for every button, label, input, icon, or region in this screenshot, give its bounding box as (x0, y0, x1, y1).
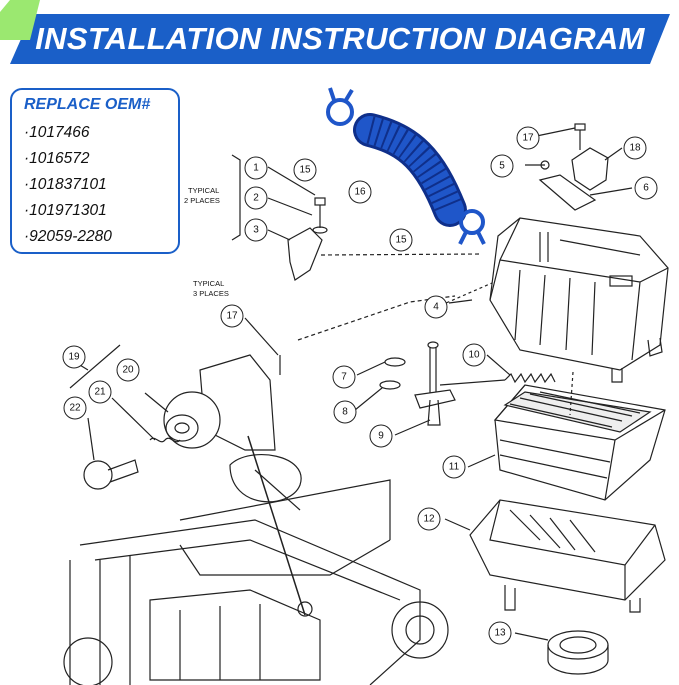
callout-4: 4 (433, 302, 439, 313)
callout-19: 19 (68, 352, 80, 363)
callout-11: 11 (449, 462, 460, 473)
callout-17-right: 17 (522, 133, 534, 144)
callout-21: 21 (94, 387, 106, 398)
callout-10: 10 (468, 350, 480, 361)
typical-2-line1: TYPICAL (188, 186, 219, 195)
filter-tray-icon (469, 499, 666, 613)
oem-number-box: REPLACE OEM# ·1017466 ·1016572 ·10183710… (10, 88, 180, 254)
page-title: INSTALLATION INSTRUCTION DIAGRAM (35, 21, 645, 56)
accent-corner (0, 0, 40, 40)
callout-1: 1 (253, 163, 259, 174)
title-banner (10, 14, 670, 64)
callout-20: 20 (122, 365, 134, 376)
oem-number-2: ·1016572 (24, 150, 90, 167)
callout-5: 5 (499, 161, 505, 172)
callout-9: 9 (378, 431, 384, 442)
callout-2: 2 (253, 193, 259, 204)
callout-7: 7 (341, 372, 347, 383)
hose-clamp-icon (326, 87, 486, 245)
air-box-icon (489, 217, 669, 383)
callout-18: 18 (629, 143, 641, 154)
callout-12: 12 (423, 514, 435, 525)
callout-8: 8 (342, 407, 348, 418)
typical-3-line1: TYPICAL (193, 279, 224, 288)
callout-22: 22 (69, 403, 81, 414)
oem-number-1: ·1017466 (24, 124, 90, 141)
typical-2-line2: 2 PLACES (184, 196, 220, 205)
callout-15-top: 15 (299, 165, 311, 176)
callout-13: 13 (494, 628, 506, 639)
typical-3-line2: 3 PLACES (193, 289, 229, 298)
oem-title: REPLACE OEM# (24, 96, 151, 113)
golf-cart-icon (63, 454, 449, 685)
callout-17-left: 17 (226, 311, 238, 322)
callout-15-bottom: 15 (395, 235, 407, 246)
oem-number-4: ·101971301 (24, 202, 107, 219)
callout-16: 16 (354, 187, 366, 198)
oem-number-5: ·92059-2280 (24, 228, 112, 245)
callout-3: 3 (253, 225, 259, 236)
oem-number-3: ·101837101 (24, 176, 107, 193)
callout-6: 6 (643, 183, 649, 194)
air-intake-hose-icon (353, 113, 467, 227)
air-filter-icon (493, 384, 666, 501)
